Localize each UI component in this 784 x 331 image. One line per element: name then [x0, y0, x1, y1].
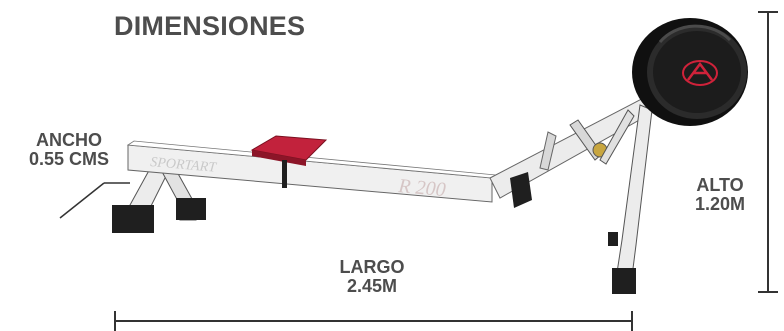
seat: [250, 135, 328, 188]
model-text: R 200: [397, 175, 447, 201]
logo-icon: [682, 60, 718, 86]
frame-brand-text: SPORTART: [150, 155, 218, 176]
length-value: 2.45M: [346, 275, 398, 296]
height-dimension: ALTO 1.20M: [676, 176, 764, 214]
height-label: ALTO: [696, 175, 744, 195]
height-dimension-line: [758, 11, 778, 293]
length-dimension-line: [114, 311, 633, 331]
length-label: LARGO: [339, 257, 405, 277]
main-rail: SPORTART R 200: [126, 140, 498, 203]
width-dimension-line: [59, 182, 130, 219]
page-title: DIMENSIONES: [114, 11, 306, 41]
front-support: [599, 104, 653, 294]
width-label: ANCHO: [36, 130, 102, 150]
height-value: 1.20M: [694, 193, 746, 214]
width-value: 0.55 CMS: [28, 148, 110, 169]
length-dimension: LARGO 2.45M: [322, 258, 422, 296]
flywheel: [632, 18, 748, 126]
width-dimension: ANCHO 0.55 CMS: [6, 131, 132, 169]
